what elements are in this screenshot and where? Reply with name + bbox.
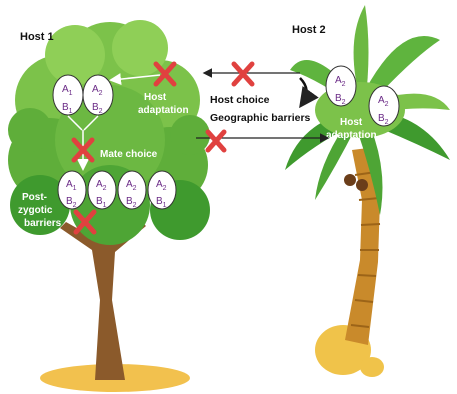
cross-icon	[208, 132, 224, 150]
geographic-barriers-label: Geographic barriers	[210, 112, 311, 124]
mate-choice-label: Mate choice	[100, 149, 158, 160]
host-choice-label: Host choice	[210, 94, 270, 106]
rock-small	[360, 357, 384, 377]
genotype-circle: A1 B1	[53, 75, 83, 115]
genotype-circle: A1 B2	[58, 171, 86, 209]
genotype-circle: A2 B2	[118, 171, 146, 209]
host1-label: Host 1	[20, 31, 54, 43]
genotype-circle: A2 B2	[326, 66, 356, 106]
host-adaptation-arrow-2	[300, 78, 307, 104]
host2-label: Host 2	[292, 24, 326, 36]
host2-palm	[285, 5, 450, 377]
genotype-circle: A2 B2	[369, 86, 399, 126]
genotype-circle: A2 B2	[83, 75, 113, 115]
genotype-circle: A2 B1	[88, 171, 116, 209]
genotype-circle: A2 B1	[148, 171, 176, 209]
cross-icon	[234, 64, 252, 84]
